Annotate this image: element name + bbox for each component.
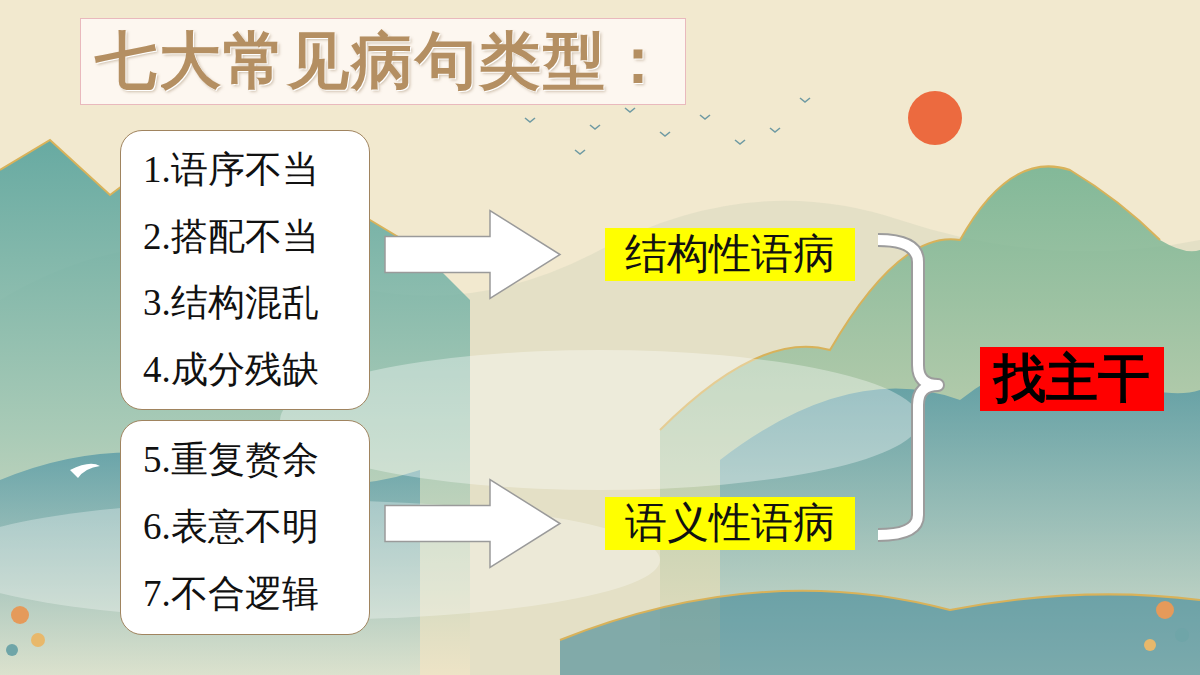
category-label-box: 结构性语病 <box>605 228 855 281</box>
list-item: 7.不合逻辑 <box>143 572 319 616</box>
sun <box>908 91 962 145</box>
list-item: 2.搭配不当 <box>143 215 319 259</box>
method-box: 找主干 <box>980 347 1164 411</box>
mist <box>280 350 920 490</box>
brace <box>878 240 938 535</box>
category-label: 语义性语病 <box>625 499 835 547</box>
list-item: 3.结构混乱 <box>143 281 319 325</box>
list-item: 4.成分残缺 <box>143 348 319 392</box>
list-box: 5.重复赘余 6.表意不明 7.不合逻辑 <box>120 420 370 635</box>
category-label: 结构性语病 <box>625 230 835 278</box>
crane <box>70 464 100 478</box>
category-label-box: 语义性语病 <box>605 497 855 550</box>
foreground-hills <box>560 591 1200 675</box>
birds <box>525 98 810 154</box>
gold-ridge <box>560 591 1200 640</box>
block-arrow <box>385 480 560 568</box>
title-box: 七大常见病句类型： <box>80 18 686 105</box>
list-box: 1.语序不当 2.搭配不当 3.结构混乱 4.成分残缺 <box>120 130 370 410</box>
title-text: 七大常见病句类型： <box>95 27 671 95</box>
method-label: 找主干 <box>994 349 1150 409</box>
list-item: 1.语序不当 <box>143 148 319 192</box>
list-item: 5.重复赘余 <box>143 438 319 482</box>
block-arrow <box>385 211 560 299</box>
list-item: 6.表意不明 <box>143 505 319 549</box>
